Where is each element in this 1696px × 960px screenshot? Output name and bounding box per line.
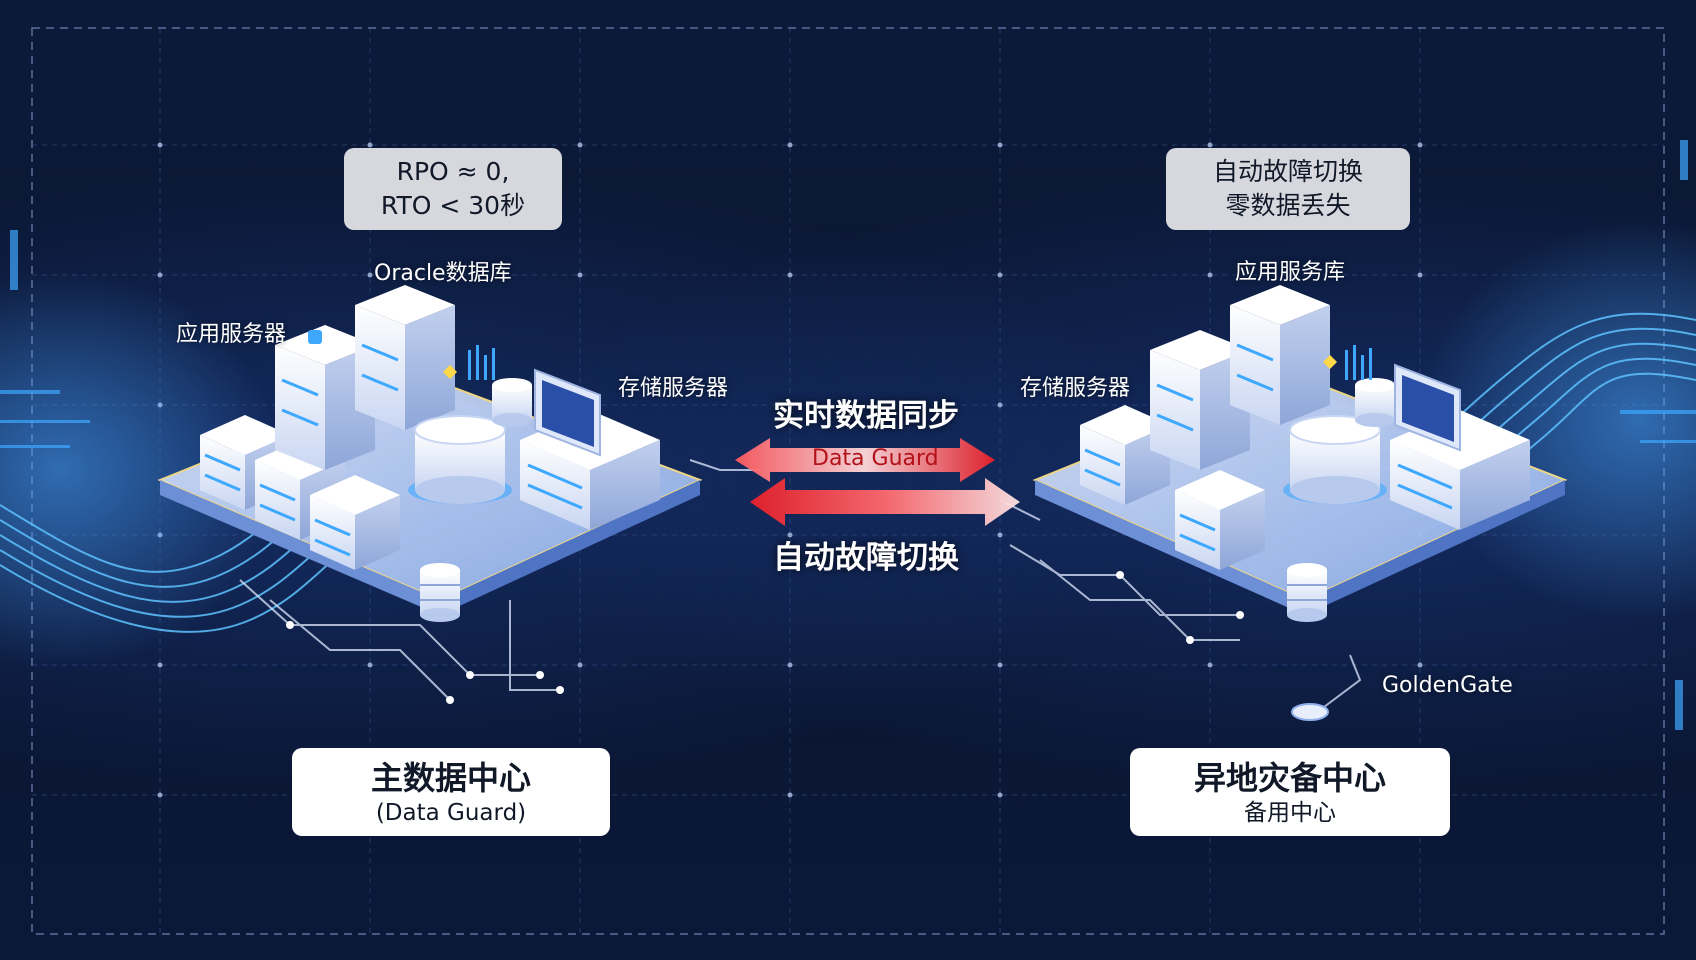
primary-datacenter-title: 主数据中心 xyxy=(370,759,531,797)
label-goldengate: GoldenGate xyxy=(1382,673,1513,698)
left-metrics-box: RPO ≈ 0, RTO < 30秒 xyxy=(344,148,562,230)
primary-datacenter-subtitle: (Data Guard) xyxy=(375,800,527,826)
primary-datacenter-box: 主数据中心 (Data Guard) xyxy=(292,748,610,836)
label-storage-server-left: 存储服务器 xyxy=(618,376,729,401)
label-oracle-database: Oracle数据库 xyxy=(374,261,512,286)
realtime-sync-text: 实时数据同步 xyxy=(773,398,959,434)
auto-failover-center-text: 自动故障切换 xyxy=(773,540,959,576)
auto-failover-text: 自动故障切换 xyxy=(1212,157,1363,186)
right-features-box: 自动故障切换 零数据丢失 xyxy=(1166,148,1410,230)
dr-center-box: 异地灾备中心 备用中心 xyxy=(1130,748,1450,836)
zero-data-loss-text: 零数据丢失 xyxy=(1225,191,1351,220)
dr-center-title: 异地灾备中心 xyxy=(1193,759,1386,797)
data-guard-arrow-label: Data Guard xyxy=(812,446,939,471)
dr-center-subtitle: 备用中心 xyxy=(1244,800,1336,826)
label-app-server: 应用服务器 xyxy=(176,322,287,347)
rto-text: RTO < 30秒 xyxy=(380,191,526,220)
sync-arrows xyxy=(735,438,1020,526)
rpo-text: RPO ≈ 0, xyxy=(396,157,510,186)
label-app-library: 应用服务库 xyxy=(1235,260,1346,285)
label-storage-server-right: 存储服务器 xyxy=(1020,376,1131,401)
